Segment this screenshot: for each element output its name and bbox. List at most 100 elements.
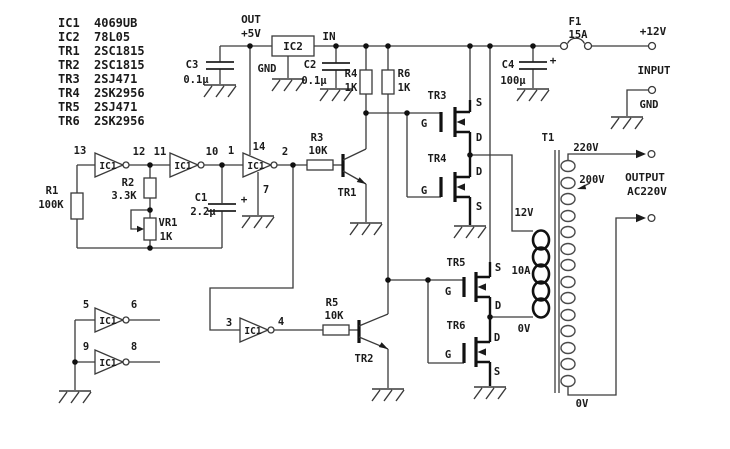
primary-12v-label: 12V: [515, 207, 535, 219]
resistor-r6: R6 1K: [381, 68, 411, 95]
ground-icon: [58, 390, 92, 404]
fuse-value: 15A: [569, 29, 589, 41]
cap-value: 100μ: [500, 75, 526, 87]
pin-label-12: 12: [133, 146, 146, 158]
inverter-triangle: [94, 349, 125, 375]
cap-polarity: +: [241, 193, 248, 206]
ground-icon: [371, 388, 405, 402]
part-ref: TR3: [58, 72, 80, 86]
pin-label-8: 8: [131, 341, 137, 353]
ground-icon: [453, 225, 487, 239]
part-ref: TR4: [58, 86, 80, 100]
part-number: 2SC1815: [94, 58, 145, 72]
gnd-label: GND: [640, 99, 659, 111]
source-terminal-label: S: [495, 262, 501, 274]
bjt-emitter-arrow: [378, 342, 388, 349]
fuse-element: [566, 37, 586, 44]
terminal-output-bottom: [647, 213, 656, 223]
mosfet-leads: [455, 100, 472, 155]
fuse-end: [559, 41, 569, 51]
parts-list: IC1 4069UB IC2 78L05 TR1 2SC1815 TR2 2SC…: [58, 16, 145, 128]
bjt-name: TR1: [338, 187, 357, 199]
inverter-triangle: [94, 152, 125, 178]
primary-0v-label: 0V: [518, 323, 531, 335]
source-terminal-label: S: [476, 97, 482, 109]
transformer-t1: T1 220V 200V 12V 10A 0V 0V: [512, 132, 606, 410]
part-number: 4069UB: [94, 16, 137, 30]
pin-label-1: 1: [228, 145, 234, 157]
resistor-value: 10K: [309, 145, 329, 157]
regulator-ic2: OUT +5V IC2 GND IN: [241, 13, 336, 75]
source-terminal-label: S: [476, 201, 482, 213]
resistor-name: R2: [122, 177, 135, 189]
ic2-box: [271, 35, 315, 57]
resistor-body: [70, 192, 84, 220]
mosfet-name: TR4: [428, 153, 447, 165]
drain-terminal-label: D: [495, 300, 501, 312]
resistor-value: 1K: [398, 82, 411, 94]
cap-name: C4: [502, 59, 515, 71]
mosfet-tr3: TR3 G S D: [421, 90, 482, 155]
part-number: 2SJ471: [94, 72, 137, 86]
source-terminal-label: S: [494, 366, 500, 378]
part-ref: TR6: [58, 114, 80, 128]
input-terminals: +12V INPUT GND: [637, 25, 670, 111]
capacitor-c3: C3 0.1μ: [183, 59, 234, 86]
inverter-gate-2: IC1: [169, 152, 205, 178]
mosfet-leads: [455, 155, 472, 225]
ground-icon: [349, 222, 383, 236]
primary-winding: [531, 229, 551, 319]
mosfet-tr4: TR4 G D S: [421, 153, 482, 225]
inverter-bubble: [122, 316, 130, 324]
gate-label: IC1: [99, 161, 116, 172]
gate-label: IC1: [174, 161, 191, 172]
pot-wiper-arrow: [137, 225, 144, 233]
resistor-name: R6: [398, 68, 411, 80]
cap-name: C1: [195, 192, 208, 204]
potentiometer-vr1: VR1 1K: [137, 217, 177, 243]
gate-label: IC1: [99, 358, 116, 369]
mosfet-arrow: [477, 348, 486, 356]
pot-value: 1K: [160, 231, 173, 243]
pin-label-6: 6: [131, 299, 137, 311]
mosfet-arrow: [477, 283, 486, 291]
resistor-value: 1K: [345, 82, 358, 94]
bjt-tr1: TR1: [338, 148, 367, 199]
part-number: 2SC1815: [94, 44, 145, 58]
pin-label-4: 4: [278, 316, 284, 328]
part-ref: TR5: [58, 100, 80, 114]
mosfet-leads: [476, 262, 492, 317]
mosfet-tr6: TR6 G D S: [445, 317, 500, 386]
part-ref: IC1: [58, 16, 80, 30]
ground-icon: [610, 116, 644, 130]
resistor-r4: R4 1K: [345, 68, 373, 95]
ground-icon: [271, 78, 305, 92]
gate-label: IC1: [99, 316, 116, 327]
resistor-r5: R5 10K: [322, 297, 350, 336]
cap-name: C3: [186, 59, 199, 71]
resistor-r2: R2 3.3K: [111, 177, 157, 202]
resistor-name: R3: [311, 132, 324, 144]
ground-icon: [473, 386, 507, 400]
resistor-name: R4: [345, 68, 358, 80]
bjt-name: TR2: [355, 353, 374, 365]
inverter-triangle: [242, 152, 273, 178]
terminal-plus12v: [647, 41, 657, 51]
pin-label-2: 2: [282, 146, 288, 158]
inverter-triangle: [239, 317, 270, 343]
resistor-body: [306, 159, 334, 171]
inverter-bubble: [122, 358, 130, 366]
mosfet-arrow: [456, 118, 465, 126]
output-label-line2: AC220V: [627, 185, 667, 198]
cap-value: 0.1μ: [301, 75, 327, 87]
bjt-emitter-arrow: [356, 177, 366, 184]
inverter-gate-5: IC1: [94, 307, 130, 333]
cap-value: 0.1μ: [183, 74, 209, 86]
part-number: 2SJ471: [94, 100, 137, 114]
resistor-body: [143, 177, 157, 199]
pin-label-11: 11: [154, 146, 167, 158]
ic1-pin-labels: 13 12 11 10 1 2 14 7 3 4 5 6 9 8: [74, 141, 288, 353]
pin-label-5: 5: [83, 299, 89, 311]
secondary-200v-label: 200V: [579, 174, 605, 186]
inverter-bubble: [267, 326, 275, 334]
